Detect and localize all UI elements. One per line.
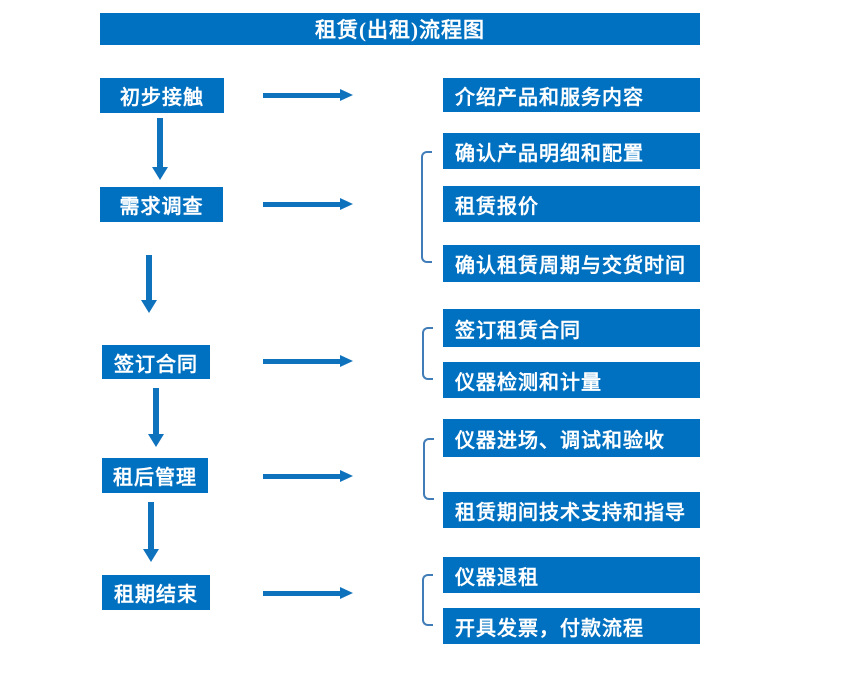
output-box-invoice-payment: 开具发票，付款流程	[443, 608, 700, 644]
output-box-sign-rental-contract: 签订租赁合同	[443, 309, 700, 347]
arrow-shaft	[157, 118, 163, 167]
output-label: 租赁期间技术支持和指导	[455, 501, 686, 524]
arrow-right-icon	[263, 353, 353, 369]
output-box-instrument-setup-acceptance: 仪器进场、调试和验收	[443, 419, 700, 457]
arrow-head	[340, 587, 353, 599]
output-label: 仪器检测和计量	[455, 371, 602, 394]
step-label: 租后管理	[113, 467, 197, 489]
arrow-head	[152, 167, 168, 180]
arrow-shaft	[153, 388, 159, 434]
output-label: 确认租赁周期与交货时间	[455, 255, 686, 277]
arrow-right-icon	[263, 87, 353, 103]
arrow-down-icon	[148, 388, 164, 447]
output-label: 仪器进场、调试和验收	[455, 429, 665, 452]
step-label: 签订合同	[114, 353, 198, 376]
diagram-title: 租赁(出租)流程图	[315, 18, 485, 42]
step-box-initial-contact: 初步接触	[100, 78, 224, 113]
arrow-down-icon	[143, 502, 159, 562]
arrow-head	[143, 549, 159, 562]
output-box-instrument-testing: 仪器检测和计量	[443, 362, 700, 398]
arrow-shaft	[263, 474, 341, 479]
arrow-right-icon	[263, 585, 353, 601]
output-box-technical-support: 租赁期间技术支持和指导	[443, 492, 700, 528]
bracket-connector	[423, 438, 434, 500]
bracket-connector	[421, 151, 432, 263]
arrow-shaft	[263, 359, 341, 364]
diagram-title-bar: 租赁(出租)流程图	[100, 13, 700, 45]
output-box-instrument-return: 仪器退租	[443, 557, 700, 593]
arrow-right-icon	[263, 468, 353, 484]
step-label: 初步接触	[120, 87, 204, 109]
output-label: 租赁报价	[455, 195, 539, 218]
arrow-shaft	[148, 502, 154, 549]
output-label: 介绍产品和服务内容	[455, 86, 644, 109]
arrow-head	[340, 470, 353, 482]
arrow-head	[340, 89, 353, 101]
output-label: 签订租赁合同	[455, 319, 581, 342]
step-box-sign-contract: 签订合同	[102, 345, 210, 379]
step-label: 租期结束	[114, 584, 198, 606]
step-box-post-rental-management: 租后管理	[102, 458, 208, 493]
step-label: 需求调查	[119, 196, 204, 218]
output-box-introduce-products: 介绍产品和服务内容	[443, 78, 700, 112]
bracket-connector	[422, 327, 433, 380]
step-box-rental-end: 租期结束	[102, 575, 210, 610]
output-box-confirm-rental-period: 确认租赁周期与交货时间	[443, 245, 700, 282]
arrow-down-icon	[152, 118, 168, 180]
arrow-head	[148, 434, 164, 447]
arrow-right-icon	[263, 196, 353, 212]
output-label: 仪器退租	[455, 566, 539, 589]
output-label: 确认产品明细和配置	[455, 142, 644, 165]
arrow-down-icon	[141, 255, 157, 313]
arrow-head	[141, 300, 157, 313]
bracket-connector	[422, 574, 433, 626]
output-box-confirm-product-details: 确认产品明细和配置	[443, 133, 700, 169]
arrow-shaft	[263, 93, 341, 98]
output-box-rental-quote: 租赁报价	[443, 186, 700, 222]
arrow-head	[340, 198, 353, 210]
arrow-shaft	[146, 255, 152, 300]
arrow-shaft	[263, 202, 341, 207]
step-box-demand-survey: 需求调查	[100, 187, 223, 222]
arrow-head	[340, 355, 353, 367]
output-label: 开具发票，付款流程	[455, 617, 644, 640]
arrow-shaft	[263, 591, 341, 596]
